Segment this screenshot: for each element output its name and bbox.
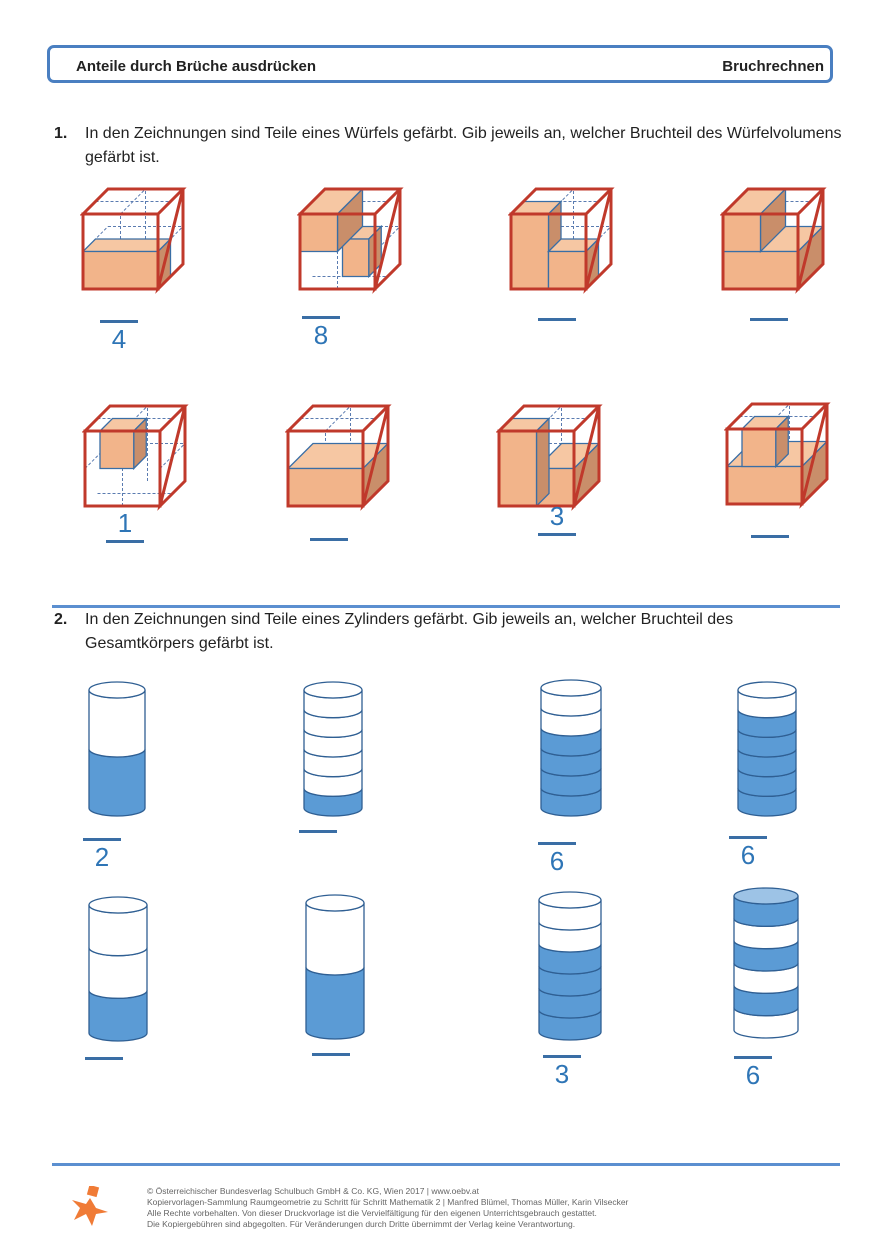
fraction-bar [538,533,576,536]
fraction-bar [85,1057,123,1060]
cube-figure [82,404,189,511]
cylinder-fraction-answer[interactable]: 6 [718,806,778,876]
task-question: In den Zeichnungen sind Teile eines Zyli… [85,611,734,652]
divider [52,605,840,608]
cube-figure [508,187,615,294]
cylinder-fraction-answer[interactable] [301,1023,361,1093]
footer-divider [52,1163,840,1166]
cylinder-figure [733,887,799,1039]
cube-figure [285,404,392,511]
task-number: 2. [54,611,68,628]
worksheet-topic: Bruchrechnen [722,58,824,75]
cylinder-fraction-answer[interactable] [74,1027,134,1097]
fraction-bar [312,1053,350,1056]
numerator: 1 [117,508,133,538]
fraction-bar [538,318,576,321]
header-box: Anteile durch Brüche ausdrücken Bruchrec… [47,45,833,83]
cube-fraction-answer[interactable] [299,508,359,578]
fraction-bar [538,842,576,845]
cylinder-fraction-answer[interactable]: 6 [527,812,587,882]
cube-fraction-answer[interactable]: 4 [89,290,149,360]
cube-fraction-answer[interactable]: 1 [95,508,155,580]
cube-fraction-answer[interactable] [527,288,587,358]
task-number: 1. [54,125,68,142]
fraction-bar [750,318,788,321]
denominator: 8 [313,320,329,350]
cube-fraction-answer[interactable] [740,505,800,575]
fraction-bar [100,320,138,323]
footer-line: Alle Rechte vorbehalten. Von dieser Druc… [147,1208,597,1218]
cylinder-figure [538,891,602,1041]
cube-fraction-answer[interactable]: 8 [291,286,351,356]
cube-fraction-answer[interactable] [739,288,799,358]
footer-line: Die Kopiergebühren sind abgegolten. Für … [147,1219,576,1229]
fraction-bar [299,830,337,833]
cylinder-fraction-answer[interactable] [288,800,348,870]
cube-figure [720,187,827,294]
cylinder-fraction-answer[interactable]: 6 [723,1026,783,1096]
cylinder-figure [303,681,363,817]
publisher-logo-icon [72,1186,108,1226]
denominator: 3 [554,1059,570,1089]
fraction-bar [83,838,121,841]
worksheet-title: Anteile durch Brüche ausdrücken [76,58,317,75]
denominator: 6 [740,840,756,870]
cylinder-fraction-answer[interactable]: 2 [72,808,132,878]
footer-line: © Österreichischer Bundesverlag Schulbuc… [147,1186,479,1196]
fraction-bar [734,1056,772,1059]
cube-figure [724,402,831,509]
denominator: 2 [94,842,110,872]
fraction-bar [106,540,144,543]
fraction-bar [310,538,348,541]
cube-figure [80,187,187,294]
copyright-footer: © Österreichischer Bundesverlag Schulbuc… [147,1186,628,1230]
cube-figure [496,404,603,511]
fraction-bar [729,836,767,839]
denominator: 6 [745,1060,761,1090]
fraction-bar [543,1055,581,1058]
cube-figure [297,187,404,294]
cylinder-figure [88,681,146,817]
cylinder-figure [88,896,148,1042]
cylinder-figure [737,681,797,817]
cylinder-figure [305,894,365,1040]
fraction-bar [302,316,340,319]
cylinder-figure [540,679,602,817]
denominator: 4 [111,324,127,354]
denominator: 6 [549,846,565,876]
task-question: In den Zeichnungen sind Teile eines Würf… [85,125,842,166]
cylinder-fraction-answer[interactable]: 3 [532,1025,592,1095]
fraction-bar [751,535,789,538]
cube-fraction-answer[interactable]: 3 [527,501,587,573]
numerator: 3 [549,501,565,531]
footer-line: Kopiervorlagen-Sammlung Raumgeometrie zu… [147,1197,629,1207]
